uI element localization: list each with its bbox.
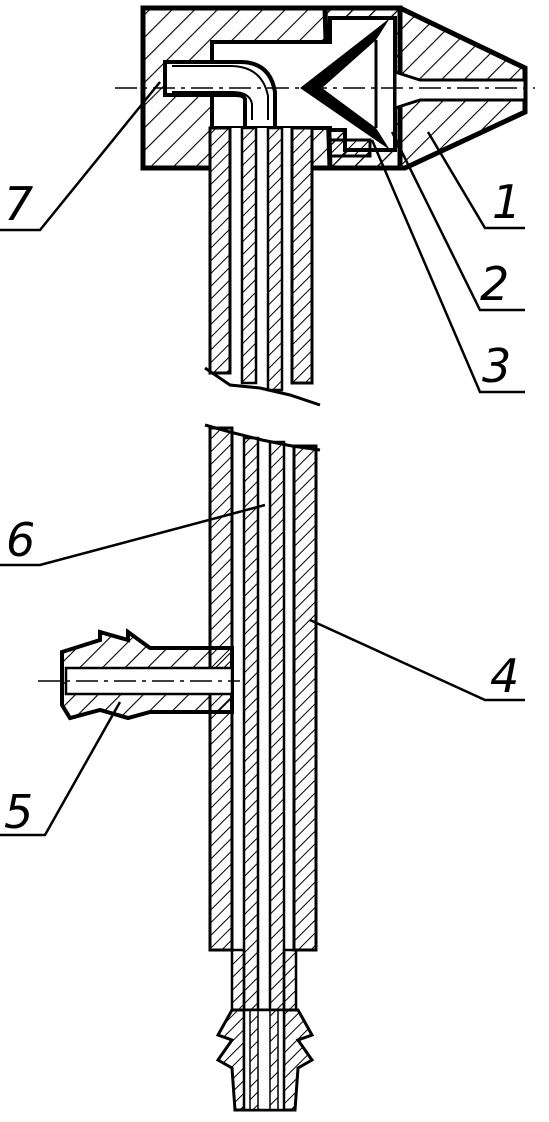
callout-5: 5 <box>4 785 33 839</box>
outlet-bore <box>393 69 527 111</box>
leader-lines <box>0 81 525 837</box>
nozzle-head <box>115 5 535 171</box>
v-deflector <box>300 18 390 150</box>
callout-2: 2 <box>480 257 509 311</box>
port-ring <box>328 138 372 158</box>
lower-tube <box>204 423 321 1112</box>
leader-1 <box>426 131 525 230</box>
leader-2 <box>390 131 525 312</box>
callout-6: 6 <box>6 513 35 567</box>
callouts: 1 2 3 4 5 6 7 <box>4 175 521 839</box>
leader-3 <box>370 139 525 394</box>
callout-3: 3 <box>482 339 511 393</box>
callout-7: 7 <box>4 177 33 231</box>
leader-4 <box>309 618 525 702</box>
leader-5 <box>0 701 122 837</box>
break-line-top <box>204 366 321 407</box>
callout-1: 1 <box>492 175 521 229</box>
leader-7 <box>0 81 161 232</box>
upper-tube <box>204 126 321 407</box>
side-fitting <box>38 628 240 721</box>
callout-4: 4 <box>490 649 519 703</box>
leader-6 <box>0 503 266 567</box>
